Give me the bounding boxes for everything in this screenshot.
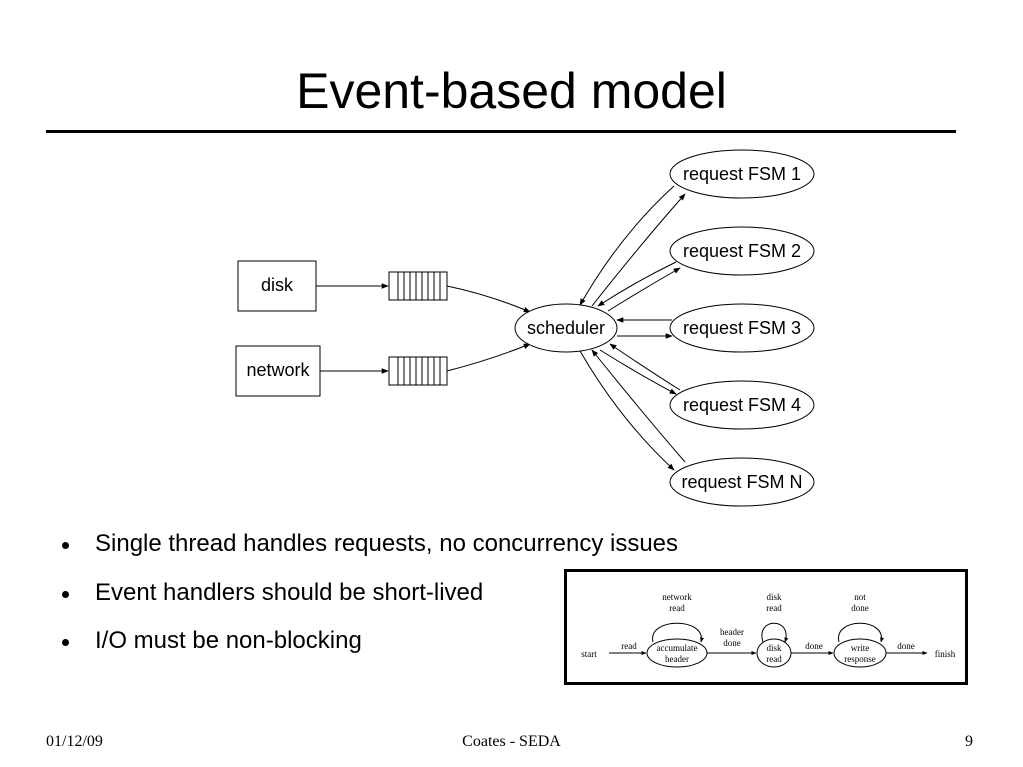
title-divider [46,130,956,133]
fsm-label-2: request FSM 2 [683,241,801,261]
transition-done-2: done [897,641,915,651]
fsm-inset-svg: network read disk read not done accumula… [581,592,956,668]
loop-label-network-2: read [669,603,685,613]
bullet-text: Event handlers should be short-lived [95,578,484,606]
fsm-label-3: request FSM 3 [683,318,801,338]
scheduler-to-fsmn-arrow [579,350,675,471]
scheduler-to-fsm1-arrow [591,193,686,307]
transition-read: read [621,641,637,651]
state-write-line1: write [851,643,870,653]
fsm-label-n: request FSM N [681,472,802,492]
state-write-line2: response [844,654,876,664]
bullet-dot-icon [62,590,69,598]
transition-done-1: done [805,641,823,651]
scheduler-node: scheduler [514,303,618,353]
disk-label: disk [261,275,294,295]
loop-accumulate [652,622,704,643]
fsm-node-n: request FSM N [669,457,815,507]
network-queue [388,356,448,386]
loop-write-response [838,622,884,643]
fsm-node-4: request FSM 4 [669,380,815,430]
state-accumulate-line2: header [665,654,689,664]
state-accumulate-line1: accumulate [657,643,698,653]
network-source: network [235,345,321,397]
bullet-dot-icon [62,639,69,646]
scheduler-to-fsm2-arrow [607,267,681,312]
state-disk-line1: disk [766,643,782,653]
bullet-item: Single thread handles requests, no concu… [62,528,678,577]
bullet-dot-icon [62,542,69,549]
loop-label-disk: disk [766,592,782,602]
slide-title: Event-based model [296,63,727,119]
footer-date: 01/12/09 [46,733,103,750]
scheduler-to-fsm4-arrow [599,349,677,395]
bullet-text: Single thread handles requests, no concu… [95,530,679,557]
disk-queue [388,271,448,301]
loop-label-disk-2: read [766,603,782,613]
loop-disk-read [761,622,789,643]
fsm-node-2: request FSM 2 [669,226,815,276]
state-disk-line2: read [766,654,782,664]
footer-page-number: 9 [965,733,973,750]
loop-label-network: network [662,592,692,602]
fsm1-to-scheduler-arrow [579,185,675,306]
footer-center: Coates - SEDA [462,733,561,750]
fsm2-to-scheduler-arrow [597,261,677,307]
disk-source: disk [237,260,317,312]
bullet-text: I/O must be non-blocking [95,627,362,654]
bullet-list: Single thread handles requests, no concu… [62,528,678,674]
finish-label: finish [935,649,956,659]
fsm-node-1: request FSM 1 [669,149,815,199]
disk-queue-to-scheduler-arrow [446,285,531,313]
fsm4-to-scheduler-arrow [609,343,681,391]
fsm-node-3: request FSM 3 [669,303,815,353]
transition-header-done: done [723,638,741,648]
fsm-label-1: request FSM 1 [683,164,801,184]
start-label: start [581,649,597,659]
fsm-inset-diagram: network read disk read not done accumula… [564,569,968,685]
network-label: network [246,360,310,380]
fsm-label-4: request FSM 4 [683,395,801,415]
transition-header: header [720,627,744,637]
loop-label-not: not [854,592,866,602]
bullet-item: Event handlers should be short-lived [62,577,678,626]
scheduler-label: scheduler [527,318,605,338]
bullet-item: I/O must be non-blocking [62,625,678,674]
network-queue-to-scheduler-arrow [446,343,531,372]
fsmn-to-scheduler-arrow [591,349,686,463]
loop-label-not-2: done [851,603,869,613]
